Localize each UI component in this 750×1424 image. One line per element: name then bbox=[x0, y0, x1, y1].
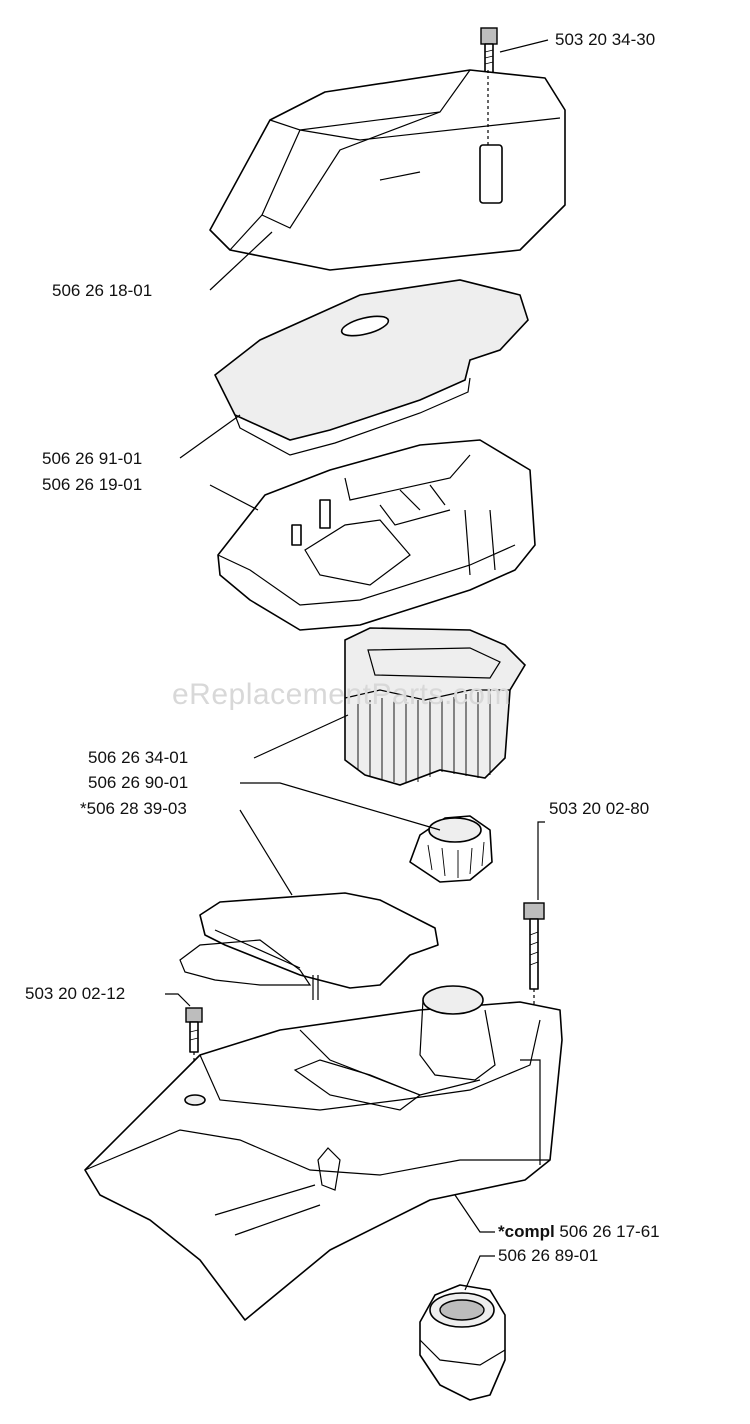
part-number-short-screw[interactable]: 503 20 02-12 bbox=[25, 984, 126, 1003]
part-number-filter-pad[interactable]: 506 26 91-01 bbox=[42, 449, 143, 468]
top-cover-part bbox=[209, 69, 566, 271]
part-number-base[interactable]: *compl 506 26 17-61 bbox=[498, 1222, 660, 1242]
part-number-long-screw[interactable]: 503 20 02-80 bbox=[549, 799, 650, 818]
filter-cap-part bbox=[409, 815, 493, 883]
gasket-part bbox=[179, 892, 439, 1000]
air-filter-part bbox=[344, 627, 527, 786]
top-screw-part bbox=[480, 27, 498, 77]
part-number-filter-holder[interactable]: 506 26 19-01 bbox=[42, 475, 143, 494]
part-number-cover[interactable]: 506 26 18-01 bbox=[52, 281, 153, 300]
part-number-screw-top[interactable]: 503 20 34-30 bbox=[555, 30, 656, 49]
part-number-gasket[interactable]: *506 28 39-03 bbox=[80, 799, 187, 818]
part-number-filter-cap[interactable]: 506 26 90-01 bbox=[88, 773, 189, 792]
part-number-air-filter[interactable]: 506 26 34-01 bbox=[88, 748, 189, 767]
filter-pad-part bbox=[213, 279, 529, 456]
short-screw-part bbox=[185, 1007, 203, 1095]
watermark-text: eReplacementParts.com bbox=[172, 678, 511, 711]
grommet-part bbox=[419, 1284, 506, 1401]
complete-assembly-prefix: *compl bbox=[498, 1222, 555, 1241]
part-number-grommet[interactable]: 506 26 89-01 bbox=[498, 1246, 599, 1265]
base-number: 506 26 17-61 bbox=[559, 1222, 660, 1241]
filter-holder-part bbox=[217, 439, 536, 631]
base-housing-part bbox=[84, 985, 563, 1321]
